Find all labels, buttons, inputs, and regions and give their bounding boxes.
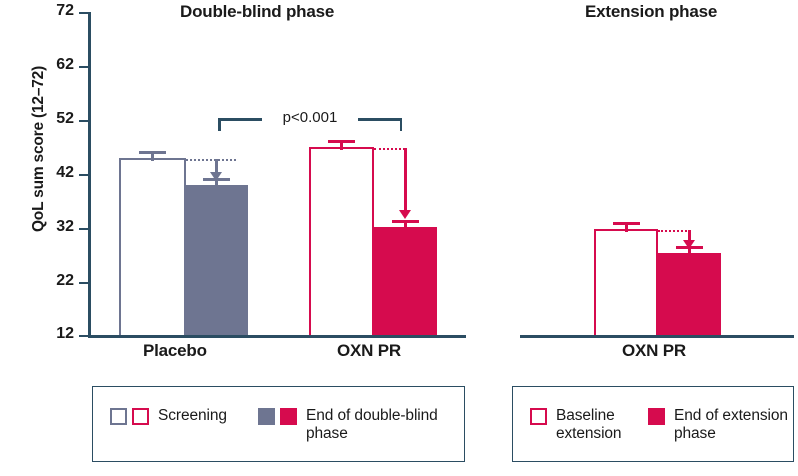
x-label-oxnpr-extension: OXN PR (622, 341, 686, 360)
connector-dotted-placebo (186, 159, 236, 161)
legend-swatch-fill-red (648, 408, 665, 425)
legend-extension: Baseline extension End of extension phas… (512, 386, 794, 462)
panel-title-double-blind: Double-blind phase (180, 2, 335, 21)
bar-oxnpr-screening (309, 147, 374, 335)
legend-swatch-fill-gray (258, 408, 275, 425)
legend-swatch-open-red (530, 408, 547, 425)
connector-dotted-extension (658, 230, 690, 232)
y-tick-mark (79, 174, 89, 176)
legend-label-baseline-extension: Baseline extension (556, 407, 622, 442)
y-tick-label: 32 (56, 218, 74, 235)
x-axis-line-double-blind (88, 335, 466, 338)
bar-extension-baseline (594, 229, 658, 335)
y-tick-mark (79, 120, 89, 122)
legend-swatch-open-red (132, 408, 149, 425)
legend-item-end-extension: End of extension phase (648, 407, 788, 443)
y-tick-label: 22 (56, 272, 74, 289)
y-tick-label: 52 (56, 110, 74, 127)
bar-placebo-end-double-blind (186, 185, 248, 335)
legend-label-end-double-blind: End of double-blind phase (306, 407, 438, 442)
y-tick-mark (79, 12, 89, 14)
legend-item-baseline-extension: Baseline extension (530, 407, 650, 443)
y-tick-mark (79, 228, 89, 230)
panel-title-extension: Extension phase (585, 2, 718, 21)
y-tick-mark (79, 335, 89, 337)
bar-oxnpr-end-double-blind (374, 227, 437, 335)
p-value-label: p<0.001 (264, 109, 356, 126)
y-tick-label: 62 (56, 56, 74, 73)
p-value-bracket: p<0.001 (218, 109, 402, 132)
bar-extension-end (658, 253, 721, 335)
x-label-placebo: Placebo (143, 341, 207, 360)
y-tick-label: 12 (56, 325, 74, 342)
legend-double-blind: Screening End of double-blind phase (92, 386, 465, 462)
x-label-oxnpr-double-blind: OXN PR (337, 341, 401, 360)
y-axis-line (88, 12, 91, 336)
legend-swatch-open-gray (110, 408, 127, 425)
y-tick-mark (79, 282, 89, 284)
legend-label-end-extension: End of extension phase (674, 407, 788, 442)
legend-item-screening: Screening (110, 407, 227, 425)
legend-item-end-double-blind: End of double-blind phase (258, 407, 456, 443)
y-tick-mark (79, 66, 89, 68)
x-axis-line-extension (520, 335, 794, 338)
legend-swatch-fill-red (280, 408, 297, 425)
connector-dotted-oxnpr (374, 148, 405, 150)
legend-label-screening: Screening (158, 407, 227, 424)
y-tick-label: 42 (56, 164, 74, 181)
y-tick-label: 72 (56, 2, 74, 19)
bar-placebo-screening (119, 158, 186, 335)
